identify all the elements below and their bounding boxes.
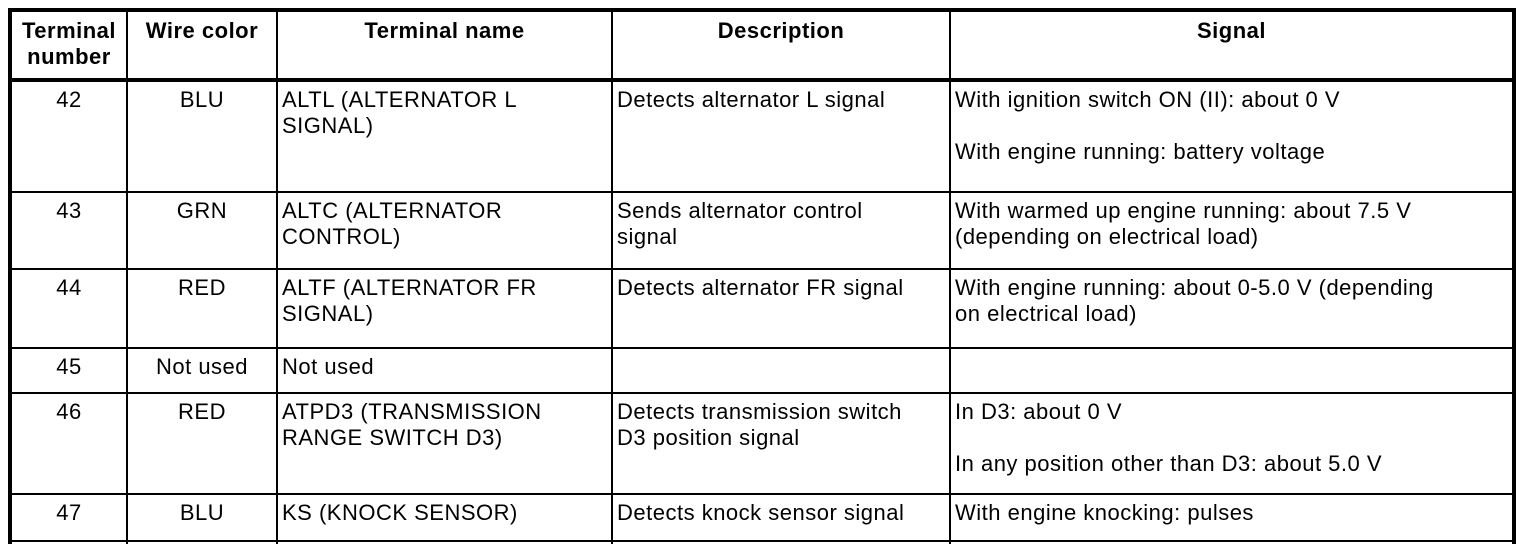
signal-cell: With engine knocking: pulses	[949, 493, 1515, 542]
wire-color-cell: RED	[126, 392, 278, 495]
column-header-description: Description	[611, 9, 951, 82]
table-header: Terminal number Wire color Terminal name…	[9, 9, 1515, 82]
terminal-name-cell: ALTC (ALTERNATOR CONTROL)	[276, 191, 613, 270]
description-cell: Sends alternator control signal	[611, 191, 951, 270]
description-cell: Detects alternator L signal	[611, 79, 951, 193]
table-body: 42 BLU ALTL (ALTERNATOR L SIGNAL) Detect…	[9, 79, 1515, 544]
terminal-name-cell: KS (KNOCK SENSOR)	[276, 493, 613, 542]
terminal-name-cell: ALTL (ALTERNATOR L SIGNAL)	[276, 79, 613, 193]
column-header-signal: Signal	[949, 9, 1515, 82]
terminal-number-cell: 42	[9, 79, 128, 193]
terminal-number-cell: 46	[9, 392, 128, 495]
wire-color-cell: RED	[126, 268, 278, 349]
description-cell: Detects knock sensor signal	[611, 493, 951, 542]
signal-cell: In D3: about 0 V In any position other t…	[949, 392, 1515, 495]
terminal-number-cell: 48	[9, 540, 128, 544]
terminal-pinout-table: Terminal number Wire color Terminal name…	[8, 8, 1516, 544]
table-row: 44 RED ALTF (ALTERNATOR FR SIGNAL) Detec…	[9, 268, 1515, 349]
description-cell	[611, 347, 951, 394]
header-row: Terminal number Wire color Terminal name…	[9, 9, 1515, 82]
signal-cell	[949, 540, 1515, 544]
table-row: 43 GRN ALTC (ALTERNATOR CONTROL) Sends a…	[9, 191, 1515, 270]
description-cell	[611, 540, 951, 544]
signal-cell: With warmed up engine running: about 7.5…	[949, 191, 1515, 270]
signal-cell	[949, 347, 1515, 394]
terminal-number-cell: 43	[9, 191, 128, 270]
column-header-terminal-name: Terminal name	[276, 9, 613, 82]
table-row: 47 BLU KS (KNOCK SENSOR) Detects knock s…	[9, 493, 1515, 542]
terminal-name-cell: Not used	[276, 347, 613, 394]
column-header-terminal-number: Terminal number	[9, 9, 128, 82]
table-row: 42 BLU ALTL (ALTERNATOR L SIGNAL) Detect…	[9, 79, 1515, 193]
wire-color-cell: Not used	[126, 540, 278, 544]
signal-cell: With ignition switch ON (II): about 0 V …	[949, 79, 1515, 193]
wire-color-cell: GRN	[126, 191, 278, 270]
column-header-wire-color: Wire color	[126, 9, 278, 82]
table-row: 48 Not used Not used	[9, 540, 1515, 544]
terminal-number-cell: 44	[9, 268, 128, 349]
terminal-number-cell: 47	[9, 493, 128, 542]
wire-color-cell: BLU	[126, 79, 278, 193]
terminal-name-cell: ATPD3 (TRANSMISSION RANGE SWITCH D3)	[276, 392, 613, 495]
description-cell: Detects alternator FR signal	[611, 268, 951, 349]
wire-color-cell: Not used	[126, 347, 278, 394]
signal-cell: With engine running: about 0-5.0 V (depe…	[949, 268, 1515, 349]
terminal-name-cell: ALTF (ALTERNATOR FR SIGNAL)	[276, 268, 613, 349]
terminal-number-cell: 45	[9, 347, 128, 394]
terminal-name-cell: Not used	[276, 540, 613, 544]
table-row: 45 Not used Not used	[9, 347, 1515, 394]
description-cell: Detects transmission switch D3 position …	[611, 392, 951, 495]
table-row: 46 RED ATPD3 (TRANSMISSION RANGE SWITCH …	[9, 392, 1515, 495]
wire-color-cell: BLU	[126, 493, 278, 542]
